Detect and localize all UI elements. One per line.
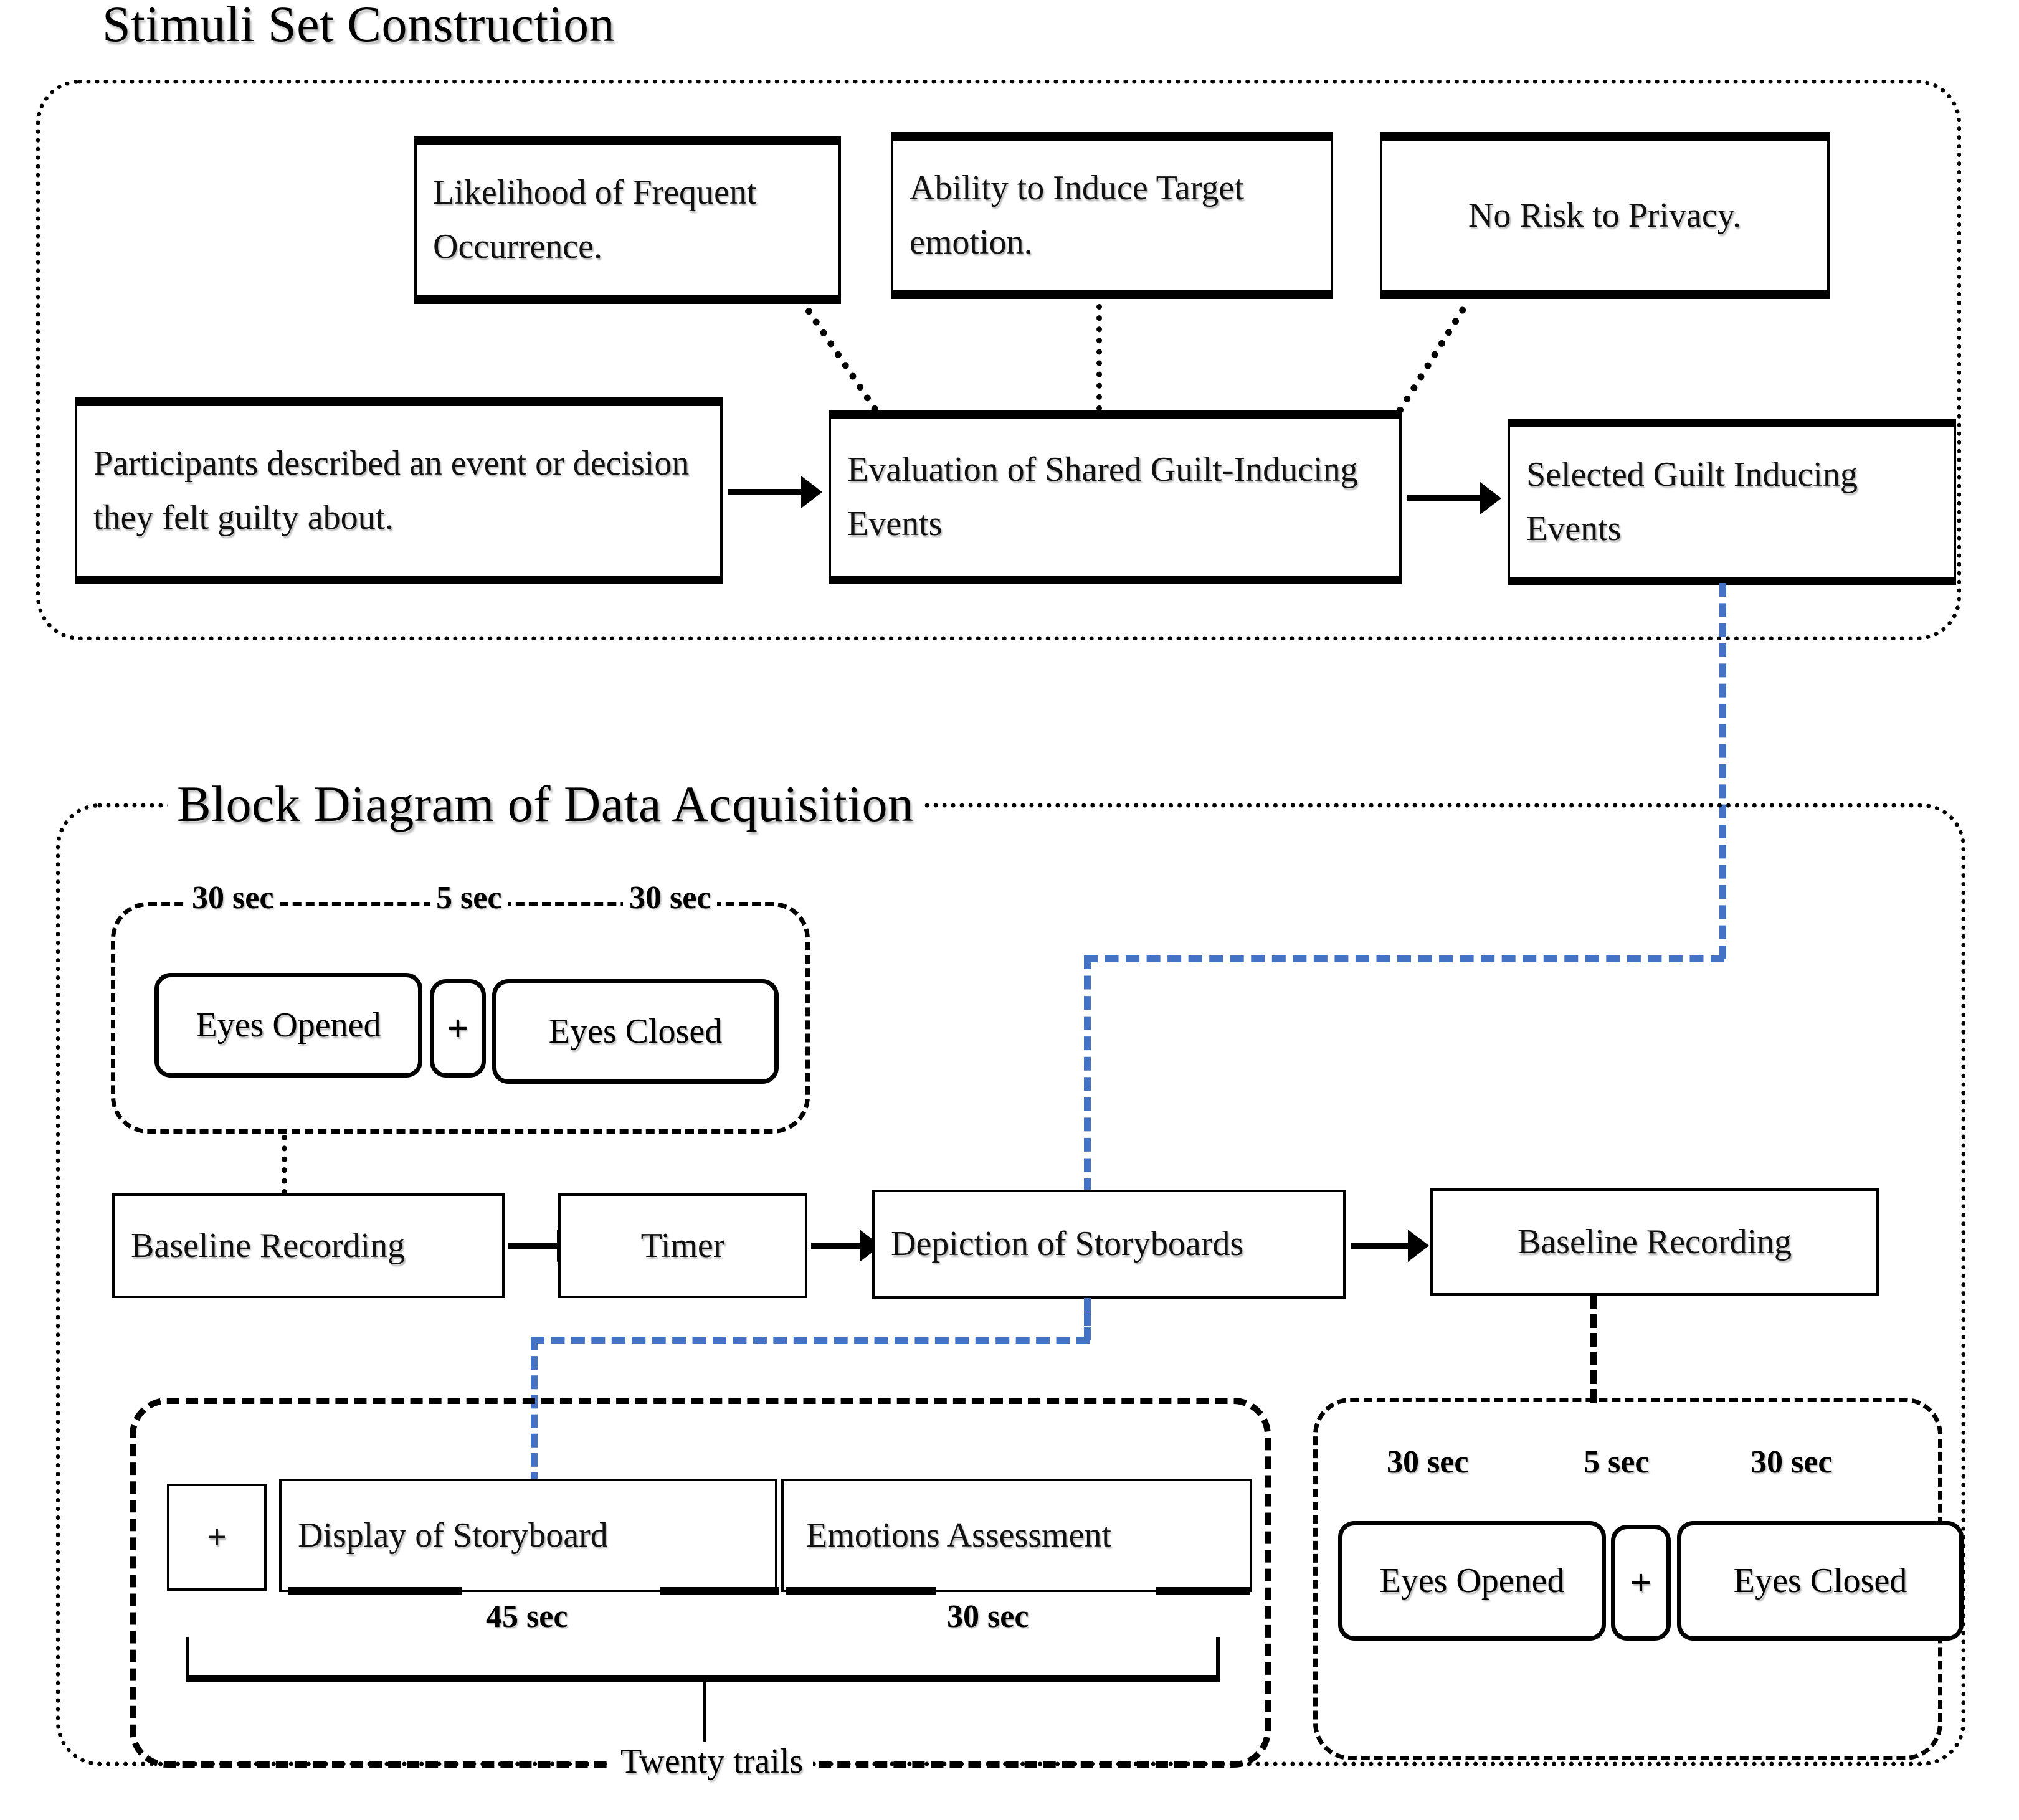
trial-underline-d [1156, 1587, 1250, 1595]
baseline-bottom-eyes-opened: Eyes Opened [1338, 1521, 1606, 1641]
pipeline-box-timer: Timer [558, 1193, 807, 1298]
baseline-bottom-duration-3: 30 sec [1751, 1444, 1833, 1480]
baseline-top-duration-3: 30 sec [623, 879, 718, 916]
criteria-label-3: No Risk to Privacy. [1468, 196, 1742, 235]
baseline-bottom-fixation: + [1611, 1525, 1671, 1641]
baseline-top-eyes-closed-label: Eyes Closed [548, 1012, 723, 1051]
trial-fixation-box: + [167, 1484, 267, 1591]
baseline-bottom-connector [1590, 1296, 1597, 1403]
blue-connector-vertical-bottom [531, 1337, 538, 1486]
trial-rating-duration: 30 sec [941, 1598, 1035, 1635]
blue-connector-vertical-mid [1084, 955, 1091, 1192]
trial-storyboard-box: Display of Storyboard [279, 1479, 777, 1592]
blue-connector-horizontal-bottom [531, 1337, 1090, 1344]
trial-underline-c [786, 1587, 936, 1595]
baseline-top-eyes-opened: Eyes Opened [154, 973, 422, 1078]
pipeline-box-depiction: Depiction of Storyboards [872, 1190, 1346, 1299]
criteria-label-1: Likelihood of Frequent Occurrence. [433, 173, 757, 266]
pipeline-label-depiction: Depiction of Storyboards [891, 1225, 1244, 1264]
baseline-bottom-duration-1: 30 sec [1387, 1444, 1469, 1480]
trial-fixation-label: + [207, 1517, 227, 1557]
flow-box-evaluation: Evaluation of Shared Guilt-Inducing Even… [829, 410, 1402, 584]
baseline-top-fixation: + [430, 979, 486, 1078]
baseline-top-duration-2: 5 sec [430, 879, 508, 916]
criteria-label-2: Ability to Induce Target emotion. [910, 169, 1244, 262]
flow-label-selected-events: Selected Guilt Inducing Events [1526, 455, 1858, 548]
flow-box-selected-events: Selected Guilt Inducing Events [1508, 419, 1956, 585]
baseline-bottom-duration-2: 5 sec [1584, 1444, 1650, 1480]
baseline-bottom-eyes-closed: Eyes Closed [1677, 1521, 1964, 1641]
trial-emotions-box: Emotions Assessment [781, 1479, 1252, 1592]
flow-label-evaluation: Evaluation of Shared Guilt-Inducing Even… [847, 450, 1358, 543]
baseline-bottom-eyes-opened-label: Eyes Opened [1379, 1562, 1565, 1600]
section-title-stimuli: Stimuli Set Construction [93, 0, 624, 54]
criteria-box-1: Likelihood of Frequent Occurrence. [414, 136, 841, 304]
pipeline-label-baseline-recording-2: Baseline Recording [1517, 1222, 1792, 1261]
trial-emotions-label: Emotions Assessment [806, 1515, 1112, 1555]
flow-box-participants: Participants described an event or decis… [75, 397, 723, 584]
twenty-trails-label: Twenty trails [610, 1742, 814, 1781]
pipeline-box-baseline-recording-1: Baseline Recording [112, 1193, 505, 1298]
baseline-bottom-fixation-label: + [1630, 1562, 1652, 1603]
blue-connector-depiction-down [1084, 1298, 1091, 1340]
trial-storyboard-label: Display of Storyboard [298, 1515, 608, 1555]
baseline-top-eyes-closed: Eyes Closed [492, 979, 779, 1084]
trial-stimulus-duration: 45 sec [480, 1598, 574, 1635]
pipeline-box-baseline-recording-2: Baseline Recording [1430, 1188, 1879, 1296]
blue-connector-vertical-top [1719, 583, 1726, 959]
stimuli-set-construction-panel [36, 80, 1961, 640]
trial-bracket-left [186, 1637, 189, 1679]
pipeline-label-baseline-recording-1: Baseline Recording [131, 1226, 406, 1265]
baseline-bottom-eyes-closed-label: Eyes Closed [1733, 1562, 1907, 1600]
blue-connector-horizontal-top [1084, 955, 1724, 962]
trial-underline-a [288, 1587, 462, 1595]
baseline-top-to-pipeline-connector [282, 1135, 287, 1195]
criteria-box-2: Ability to Induce Target emotion. [891, 132, 1333, 299]
flow-label-participants: Participants described an event or decis… [93, 444, 690, 537]
trial-underline-b [660, 1587, 779, 1595]
trial-bracket-stem [703, 1675, 706, 1744]
baseline-top-fixation-label: + [447, 1008, 469, 1049]
baseline-top-duration-1: 30 sec [186, 879, 280, 916]
criteria-box-3: No Risk to Privacy. [1380, 132, 1830, 299]
section-title-block-diagram: Block Diagram of Data Acquisition [168, 775, 923, 833]
trial-bracket-right [1216, 1637, 1220, 1679]
baseline-top-eyes-opened-label: Eyes Opened [196, 1006, 381, 1045]
criteria-connector-2 [1096, 304, 1102, 411]
pipeline-label-timer: Timer [640, 1226, 725, 1265]
